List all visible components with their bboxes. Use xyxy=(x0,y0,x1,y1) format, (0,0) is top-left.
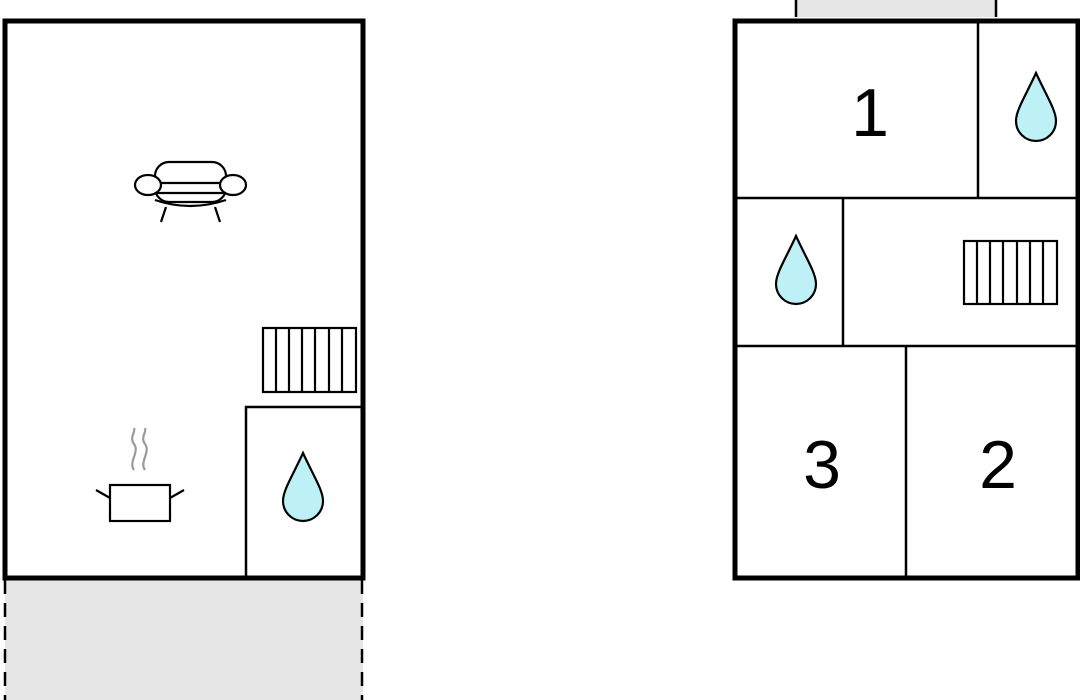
stairs-icon xyxy=(261,326,358,394)
room-number-2: 2 xyxy=(979,427,1017,503)
cooking-pot-icon xyxy=(95,427,185,523)
balcony-area xyxy=(794,0,998,17)
water-drop-icon xyxy=(774,233,818,306)
upper-floor: 1 3 2 xyxy=(732,0,1080,581)
upper-internal-walls xyxy=(735,21,1078,578)
terrace-area xyxy=(3,580,364,700)
room-number-3: 3 xyxy=(803,427,841,503)
water-drop-icon xyxy=(281,450,325,523)
water-drop-icon xyxy=(1014,70,1058,143)
sofa-icon xyxy=(133,160,248,223)
room-number-1: 1 xyxy=(851,75,889,151)
ground-bathroom-wall xyxy=(244,405,362,578)
stairs-icon xyxy=(962,239,1059,306)
ground-floor xyxy=(2,18,366,700)
ground-floor-outline xyxy=(2,18,366,581)
